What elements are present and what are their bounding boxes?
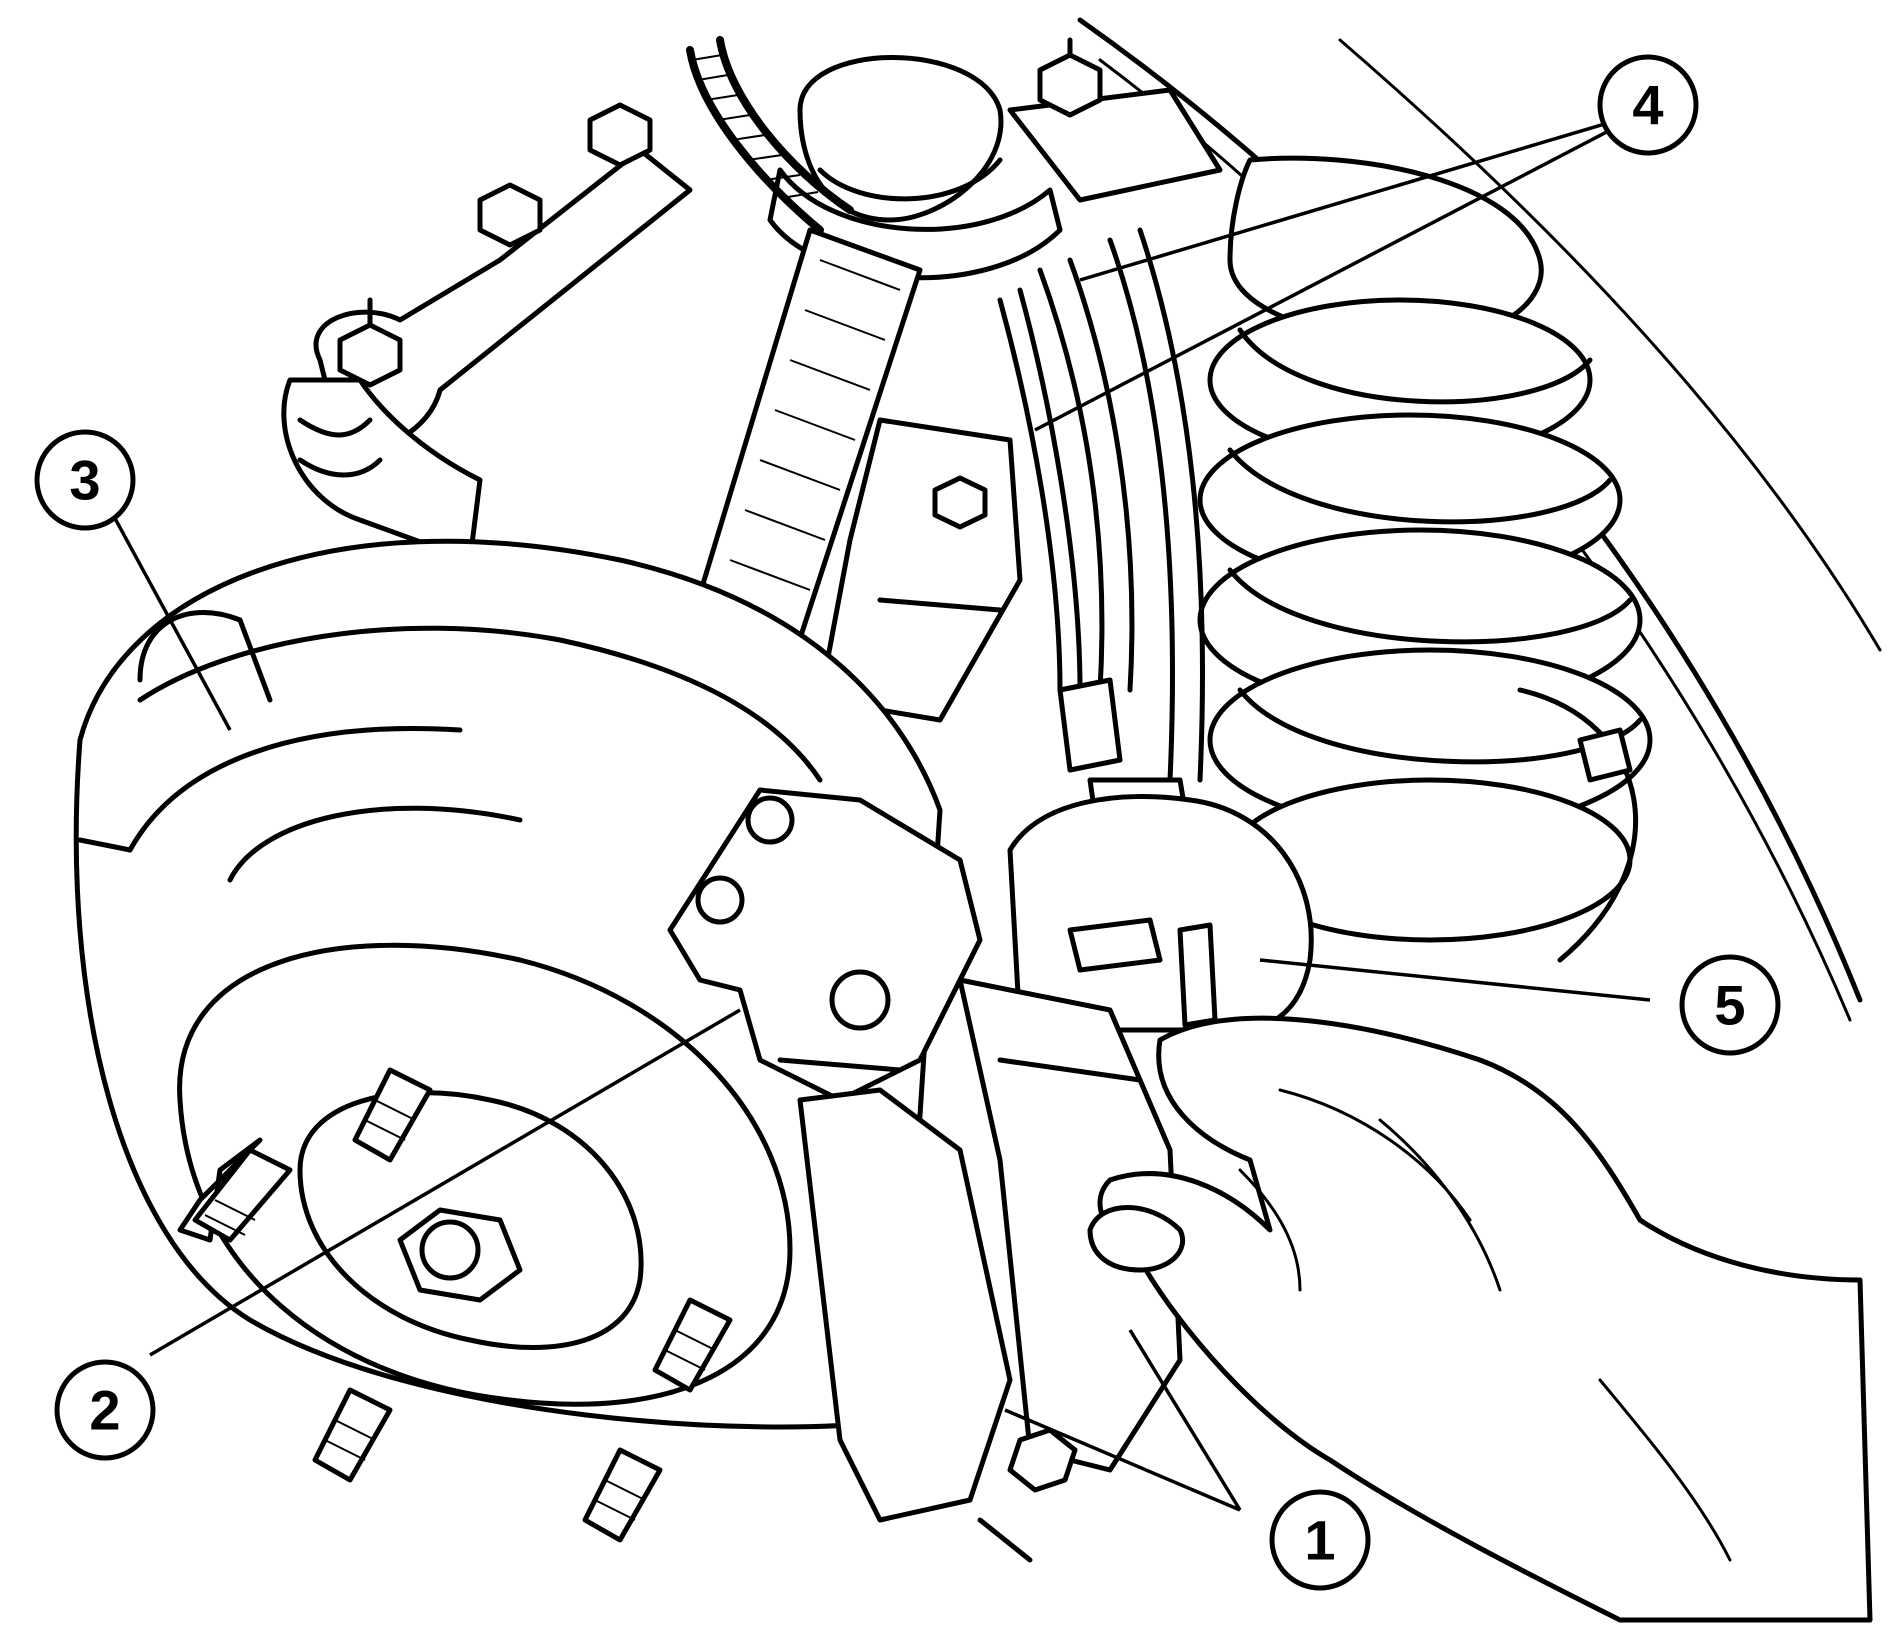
callout-1-label: 1 [1304,1509,1335,1572]
callout-5: 5 [1679,954,1781,1056]
tie-rod [281,102,693,563]
wheel-hub [177,942,793,1543]
brake-pipes [997,227,1205,853]
callout-2: 2 [54,1359,156,1461]
caliper-bracket [667,787,983,1103]
callout-5-label: 5 [1714,974,1745,1037]
callout-4: 4 [1597,54,1699,156]
callout-4-label: 4 [1632,74,1663,137]
wheel-studs [177,1067,733,1543]
callout-1: 1 [1269,1489,1371,1591]
leader-lines [103,110,1651,1512]
brake-pads [797,977,1183,1563]
callout-3: 3 [34,429,136,531]
coil-spring [1197,155,1653,963]
steering-knuckle [817,417,1023,723]
callout-2-label: 2 [89,1379,120,1442]
callout-3-label: 3 [69,449,100,512]
hand [1087,1015,1873,1623]
brake-hose-upper [686,36,854,234]
caliper-housing [1007,794,1314,1033]
